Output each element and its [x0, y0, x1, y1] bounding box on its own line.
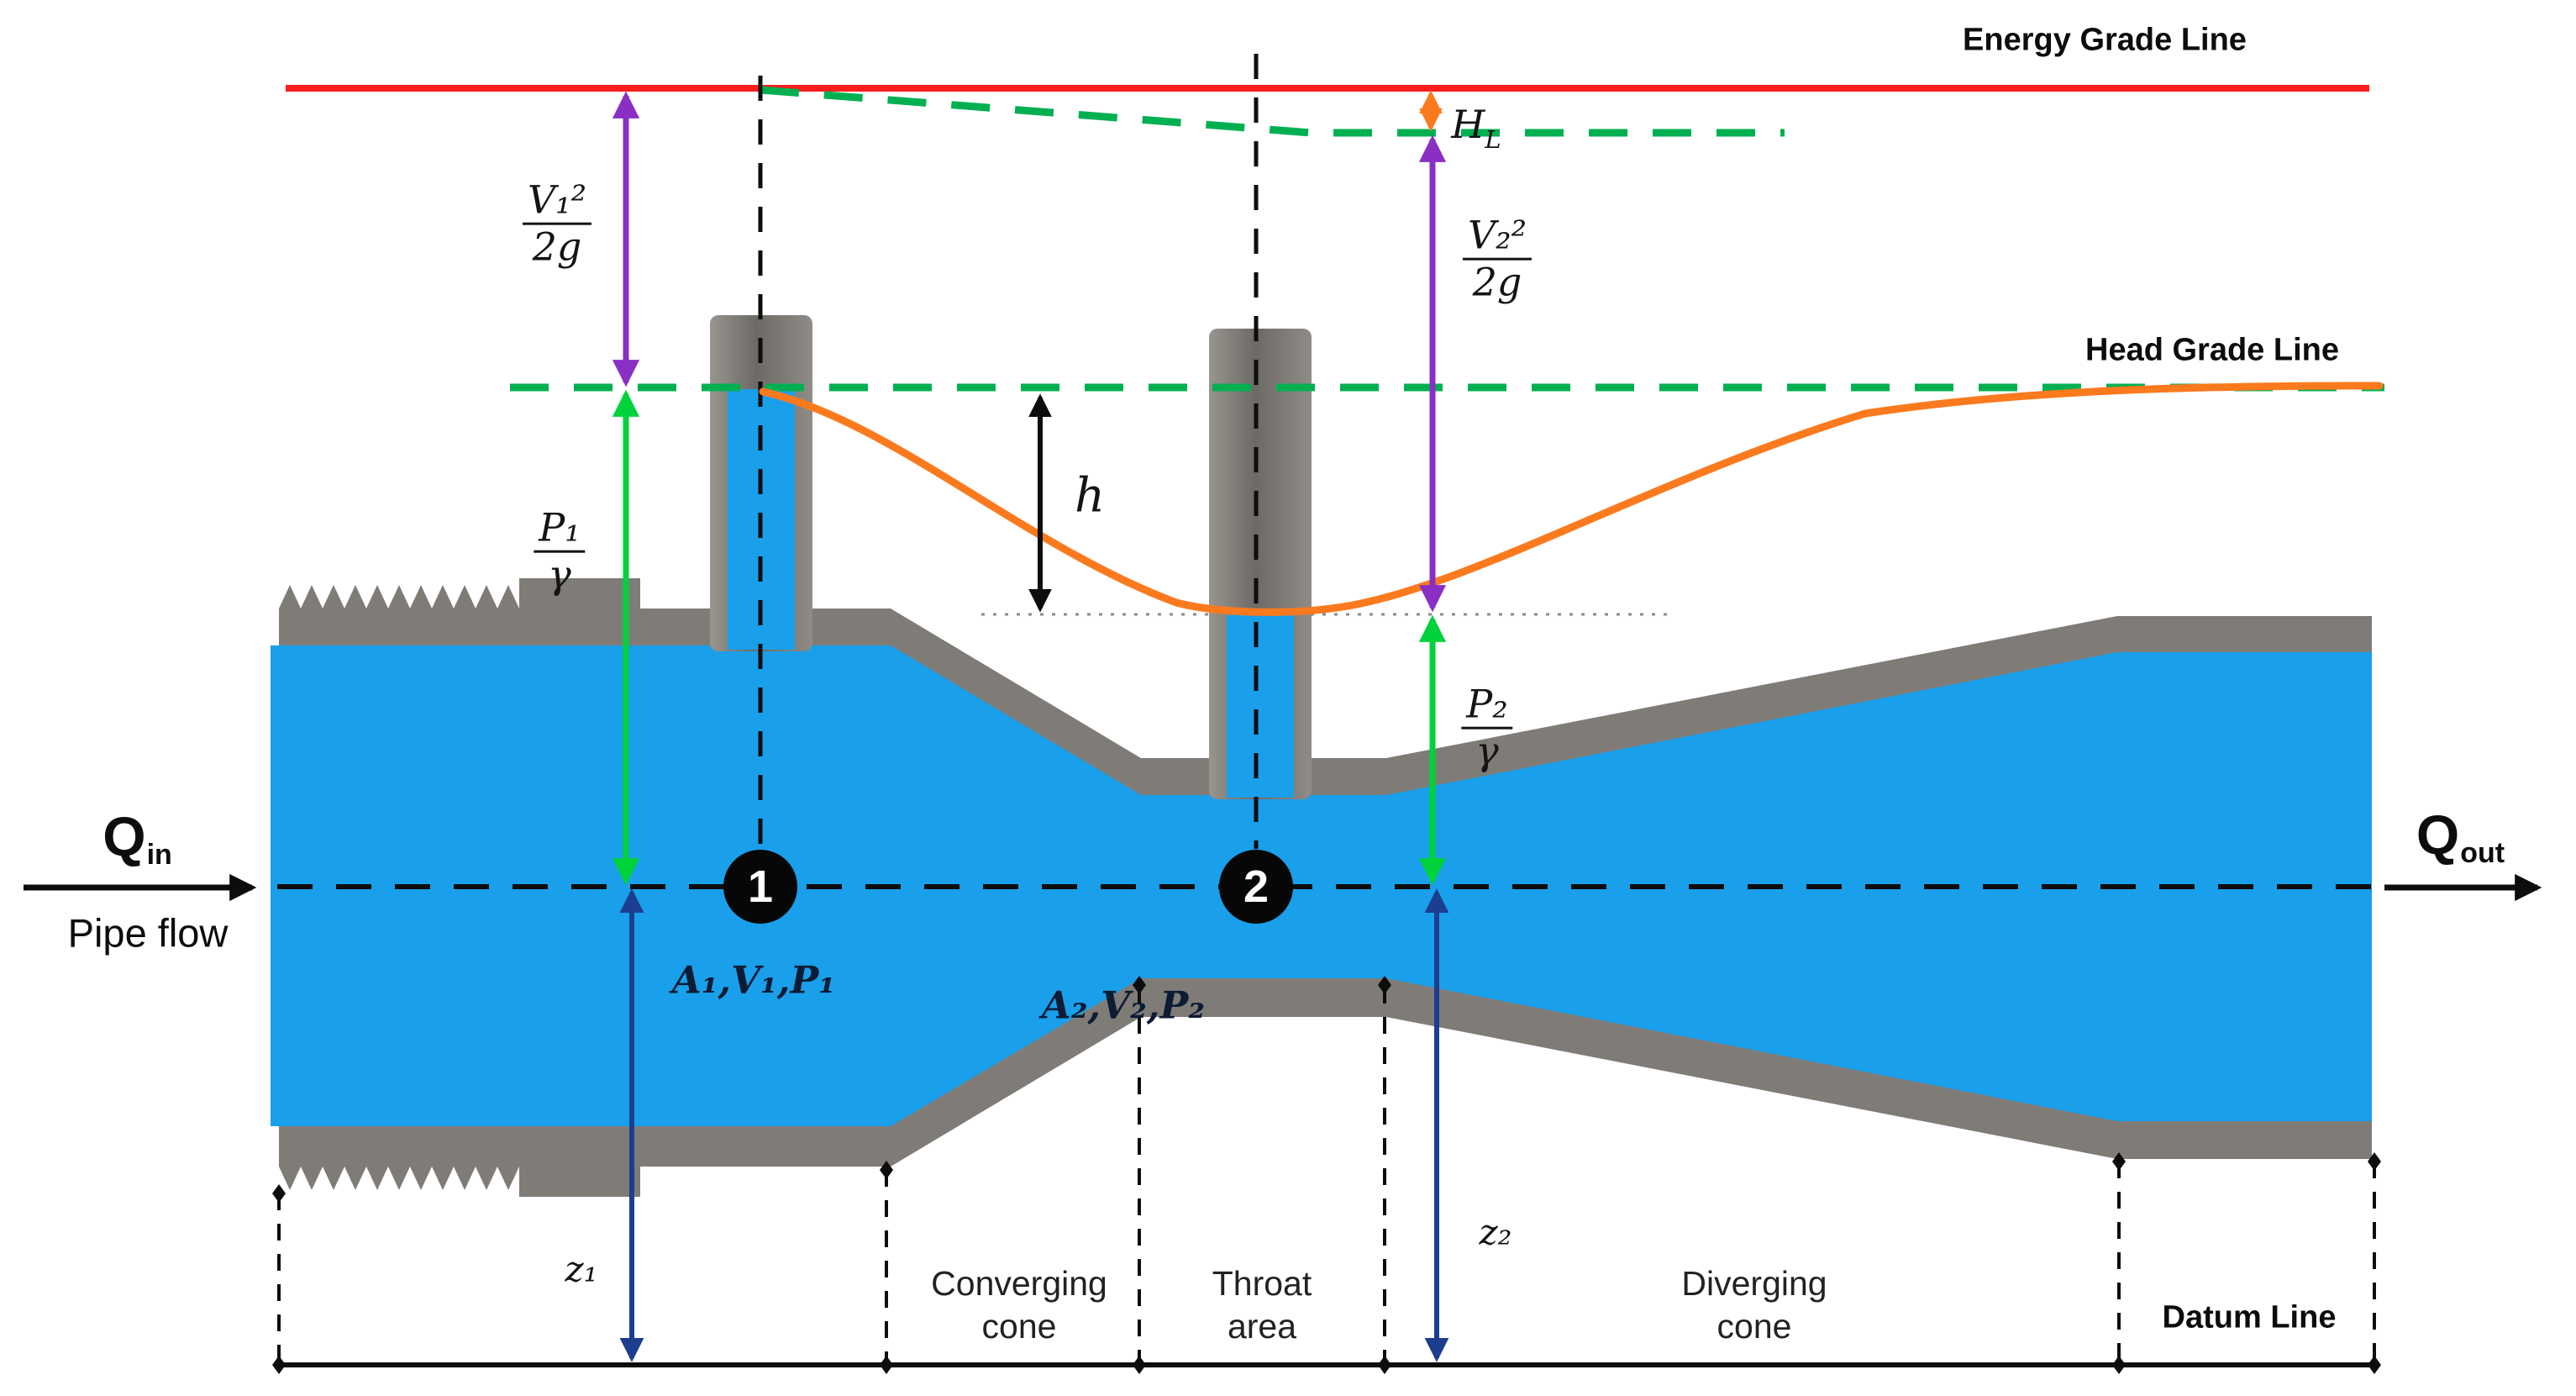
velocity-head-1-numerator: V₁² — [527, 176, 587, 223]
throat-area-line1: Throat — [1212, 1264, 1312, 1303]
head-grade-line-label: Head Grade Line — [2085, 332, 2339, 368]
q-in-subscript: in — [146, 839, 172, 871]
velocity-head-1-label: V₁² 2g — [522, 176, 592, 268]
pressure-head-1-denominator: γ — [534, 550, 586, 595]
tube-2-water-column — [1227, 614, 1294, 798]
converging-cone-line1: Converging — [931, 1264, 1107, 1303]
q-in-symbol: Q — [103, 805, 146, 867]
pipe-collar-bottom — [519, 1125, 640, 1197]
q-out-subscript: out — [2460, 837, 2505, 869]
velocity-head-2-denominator: 2g — [1462, 258, 1532, 303]
diverging-cone-line1: Diverging — [1681, 1264, 1827, 1303]
pressure-head-2-label: P₂ γ — [1461, 681, 1513, 772]
pipe-threads-top — [279, 585, 519, 649]
pressure-head-2-numerator: P₂ — [1466, 681, 1508, 727]
diverging-cone-line2: cone — [1716, 1307, 1792, 1346]
velocity-head-2-label: V₂² 2g — [1462, 212, 1532, 303]
elevation-1-label: z₁ — [565, 1248, 598, 1290]
station-2-marker: 2 — [1219, 850, 1293, 924]
velocity-head-2-numerator: V₂² — [1467, 212, 1527, 258]
converging-cone-line2: cone — [981, 1307, 1057, 1346]
station-2-number: 2 — [1243, 861, 1270, 912]
velocity-head-1-denominator: 2g — [522, 223, 592, 267]
throat-area-line2: area — [1227, 1307, 1297, 1346]
throat-area-label: Throat area — [1212, 1262, 1312, 1348]
pressure-head-1-numerator: P₁ — [539, 504, 581, 550]
q-in-label: Qin — [103, 804, 172, 871]
station-1-marker: 1 — [723, 850, 797, 924]
egl-after-loss-dashed — [760, 86, 1785, 137]
piezometric-head-curve — [759, 382, 2384, 616]
energy-grade-line-label: Energy Grade Line — [1963, 22, 2247, 58]
head-loss-base: H — [1451, 102, 1485, 147]
pipe-threads-bottom — [279, 1125, 519, 1190]
pipe-flow-label: Pipe flow — [67, 910, 229, 956]
diverging-cone-label: Diverging cone — [1681, 1262, 1827, 1348]
diamond-markers — [272, 976, 2381, 1374]
elevation-2-label: z₂ — [1479, 1211, 1512, 1253]
station-1-number: 1 — [747, 861, 774, 912]
converging-cone-label: Converging cone — [931, 1262, 1107, 1348]
head-loss-label: HL — [1451, 102, 1501, 154]
pressure-head-2-denominator: γ — [1461, 727, 1513, 772]
q-out-label: Qout — [2416, 803, 2505, 869]
station-1-properties-label: A₁,V₁,P₁ — [671, 957, 836, 1003]
q-out-symbol: Q — [2416, 803, 2460, 866]
datum-line-label: Datum Line — [2162, 1299, 2337, 1335]
manometer-h-label: h — [1074, 468, 1106, 524]
head-loss-subscript: L — [1485, 125, 1501, 154]
pipe-water-interior — [271, 645, 2372, 1126]
pressure-head-1-label: P₁ γ — [534, 504, 586, 596]
station-2-properties-label: A₂,V₂,P₂ — [1041, 982, 1206, 1028]
